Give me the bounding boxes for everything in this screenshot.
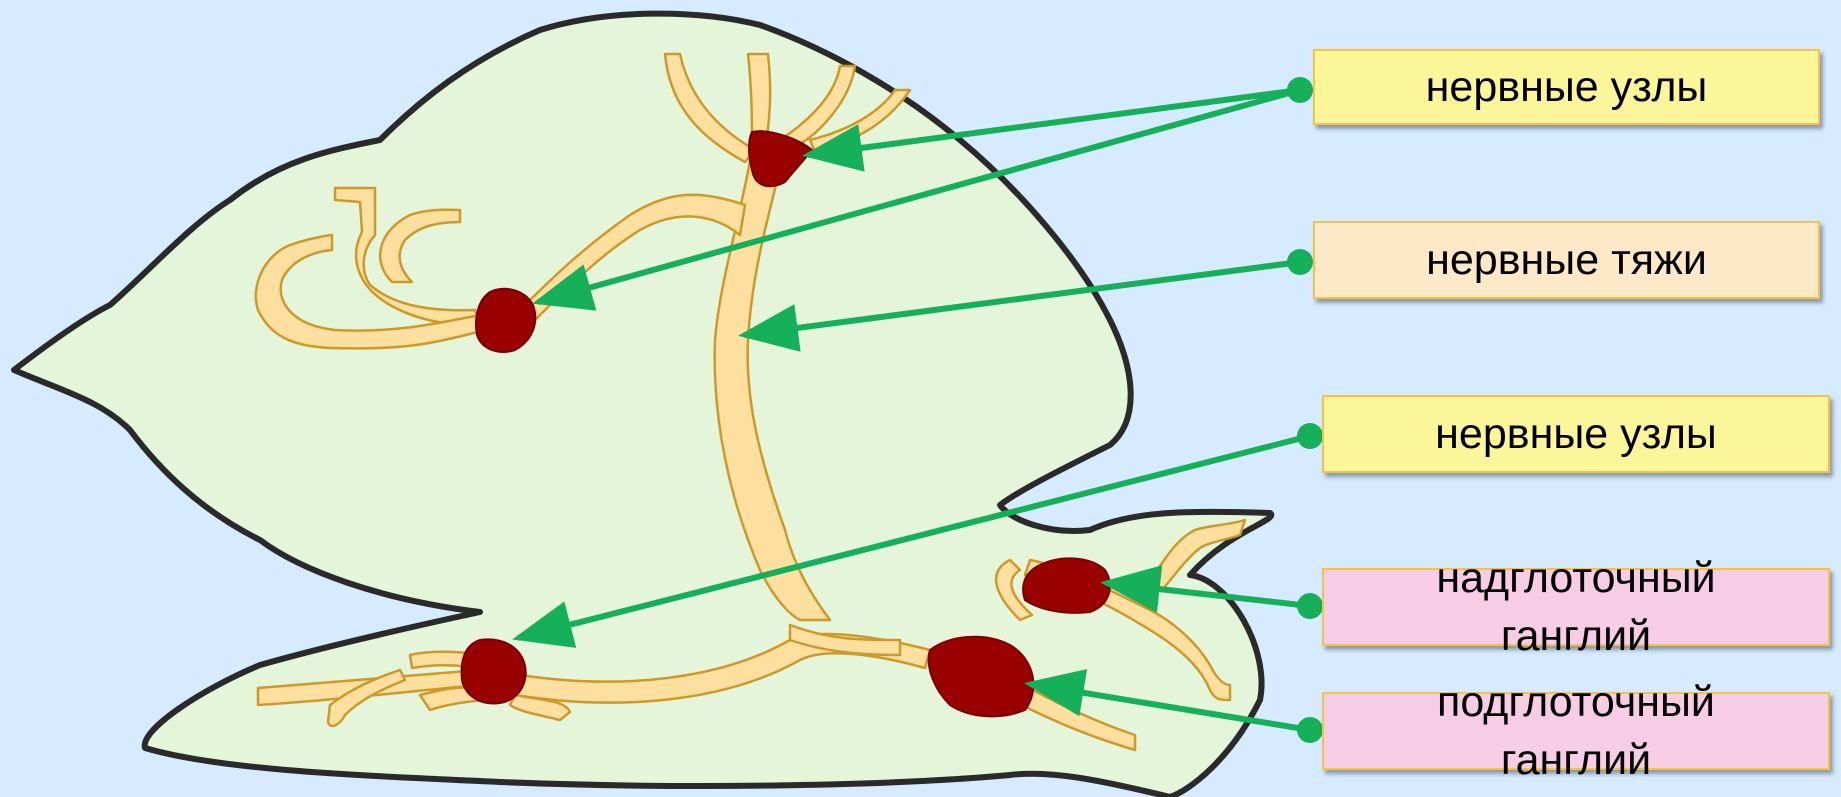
label-nerve-nodes-middle-text: нервные узлы: [1435, 405, 1717, 463]
label-supraesophageal-ganglion-text: надглоточный ганглий: [1436, 549, 1715, 665]
label-subesophageal-ganglion-text: подглоточный ганглий: [1437, 673, 1715, 789]
label-nerve-cords: нервные тяжи: [1313, 221, 1820, 299]
arrow-dot-1: [1287, 77, 1313, 103]
arrow-dot-4: [1297, 593, 1323, 619]
ganglion-bottom-left: [462, 639, 526, 703]
label-supraesophageal-ganglion: надглоточный ганглий: [1322, 568, 1830, 646]
label-nerve-nodes-top: нервные узлы: [1313, 49, 1820, 125]
label-nerve-nodes-middle: нервные узлы: [1322, 395, 1830, 473]
label-nerve-cords-text: нервные тяжи: [1426, 231, 1707, 289]
arrow-dot-3: [1297, 423, 1323, 449]
arrow-dot-2: [1287, 249, 1313, 275]
supraesophageal-ganglion-shape: [1023, 558, 1110, 613]
arrow-dot-5: [1297, 717, 1323, 743]
ganglion-left: [476, 289, 535, 352]
label-subesophageal-ganglion: подглоточный ганглий: [1322, 692, 1830, 770]
label-nerve-nodes-top-text: нервные узлы: [1426, 58, 1708, 116]
